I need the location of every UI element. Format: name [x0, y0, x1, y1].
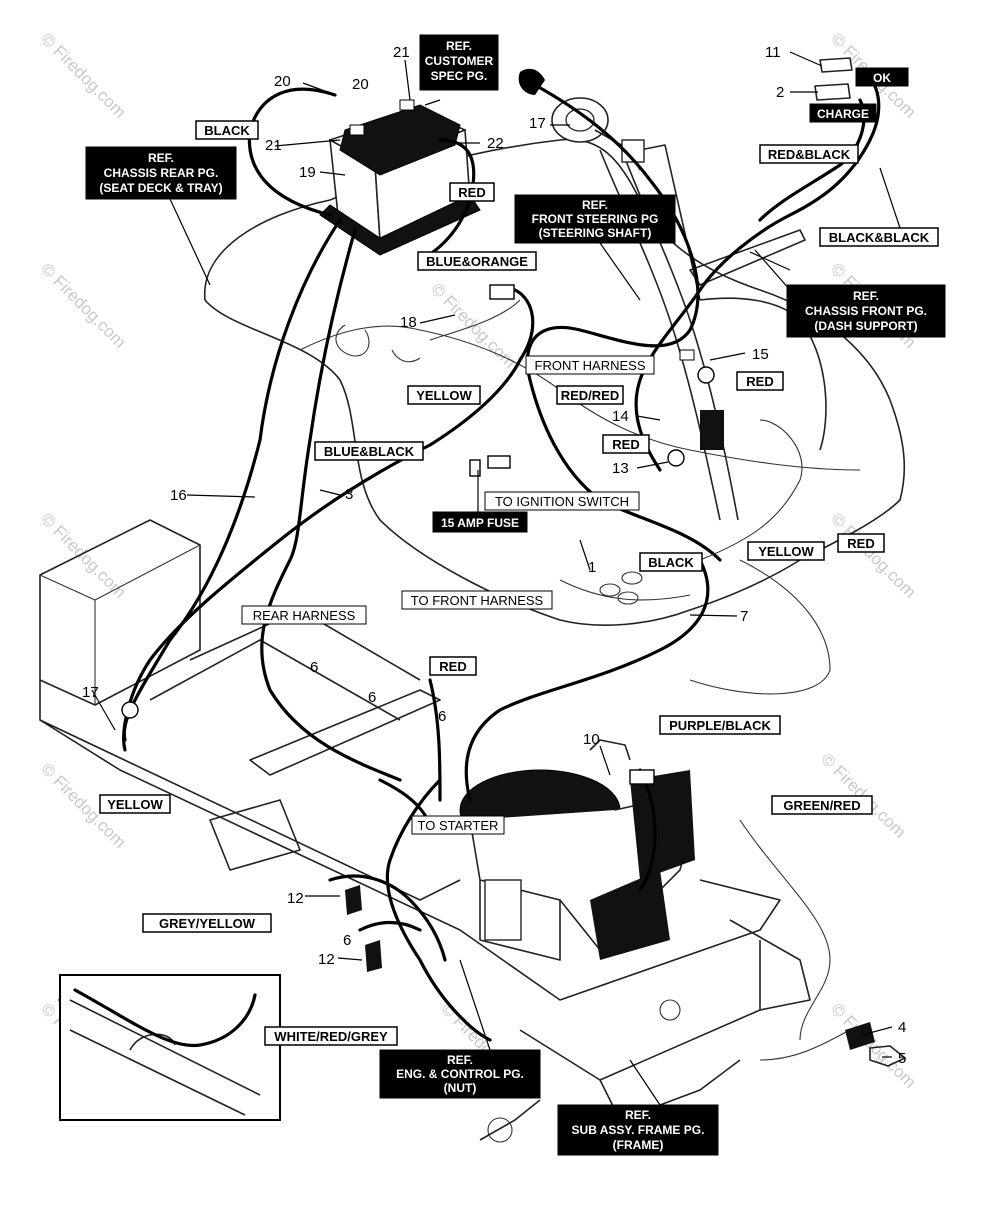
ref-15-amp-fuse: 15 AMP FUSE: [432, 470, 528, 533]
callout-number: 19: [299, 164, 316, 181]
ref-label: (NUT): [444, 1081, 477, 1095]
fuse-label: 15 AMP FUSE: [441, 516, 519, 530]
watermark: © Firedog.com: [827, 509, 919, 601]
ref-label: REF.: [447, 1053, 473, 1067]
wire-label: BLUE&ORANGE: [426, 254, 528, 269]
watermark: © Firedog.com: [37, 509, 129, 601]
callout-number: 17: [82, 684, 99, 701]
ref-label: (FRAME): [613, 1138, 664, 1152]
wire-label: GREY/YELLOW: [159, 916, 256, 931]
wire-label: PURPLE/BLACK: [669, 718, 771, 733]
ref-label: SUB ASSY. FRAME PG.: [572, 1123, 705, 1137]
ref-customer-spec: REF. CUSTOMER SPEC PG.: [419, 34, 499, 91]
callout-number: 13: [612, 460, 629, 477]
callout-number: 10: [583, 731, 600, 748]
wire-label: RED: [439, 659, 466, 674]
ref-label: REF.: [625, 1108, 651, 1122]
callout-number: 17: [529, 115, 546, 132]
wire-label: GREEN/RED: [783, 798, 860, 813]
wire-label: BLACK: [648, 555, 694, 570]
ref-chassis-rear: REF. CHASSIS REAR PG. (SEAT DECK & TRAY): [85, 146, 237, 286]
callout-number: 21: [393, 44, 410, 61]
engine: [459, 739, 695, 961]
callout-number: 6: [310, 659, 318, 676]
wire-labels: BLACK RED BLUE&ORANGE YELLOW FRONT HARNE…: [99, 120, 939, 1046]
ref-label: (DASH SUPPORT): [814, 319, 917, 333]
ref-label: REF.: [446, 39, 472, 53]
callout-number: 20: [352, 76, 369, 93]
watermark: © Firedog.com: [827, 999, 919, 1091]
callout-number: 1: [588, 559, 596, 576]
callout-number: 16: [170, 487, 187, 504]
callout-number: 12: [287, 890, 304, 907]
wire-label: TO IGNITION SWITCH: [495, 494, 629, 509]
callout-number: 3: [345, 486, 353, 503]
callout-number: 4: [898, 1019, 906, 1036]
callout-numbers: 11 2 20 20 21 21 22 19 17 18 15 14 13 16…: [82, 44, 906, 1067]
callout-number: 11: [765, 44, 781, 61]
ref-sub-assy-frame: REF. SUB ASSY. FRAME PG. (FRAME): [557, 1059, 719, 1156]
ref-label: CHASSIS FRONT PG.: [805, 304, 927, 318]
ok-label: OK: [873, 71, 891, 85]
wire-label: RED&BLACK: [768, 147, 851, 162]
callout-number: 5: [898, 1050, 906, 1067]
wire-label: BLUE&BLACK: [324, 444, 415, 459]
indicator-lamps: [814, 57, 853, 101]
callout-number: 6: [438, 708, 446, 725]
watermark: © Firedog.com: [37, 29, 129, 121]
ref-label: SPEC PG.: [431, 69, 488, 83]
callout-number: 6: [368, 689, 376, 706]
wire-label: YELLOW: [107, 797, 163, 812]
callout-number: 12: [318, 951, 335, 968]
callout-number: 18: [400, 314, 417, 331]
ref-label: ENG. & CONTROL PG.: [396, 1067, 524, 1081]
wire-label: RED: [612, 437, 639, 452]
callout-number: 21: [265, 137, 282, 154]
battery: [319, 99, 481, 256]
wire-label: FRONT HARNESS: [535, 358, 646, 373]
charge-label: CHARGE: [817, 107, 869, 121]
inset-detail: [59, 974, 281, 1121]
wire-label: TO FRONT HARNESS: [411, 593, 544, 608]
callout-number: 2: [776, 84, 784, 101]
wire-label: RED: [847, 536, 874, 551]
wire-label: TO STARTER: [418, 818, 499, 833]
callout-number: 20: [274, 73, 291, 90]
key-switch: [518, 68, 645, 171]
ref-chassis-front: REF. CHASSIS FRONT PG. (DASH SUPPORT): [754, 249, 946, 338]
callout-number: 6: [343, 932, 351, 949]
ref-front-steering: REF. FRONT STEERING PG (STEERING SHAFT): [514, 194, 676, 301]
callout-number: 7: [740, 608, 748, 625]
ref-label: (STEERING SHAFT): [539, 226, 652, 240]
wire-label: RED: [458, 185, 485, 200]
secondary-wiring: [429, 299, 851, 1061]
ref-label: FRONT STEERING PG: [532, 212, 659, 226]
callout-number: 14: [612, 408, 629, 425]
callout-number: 22: [487, 135, 504, 152]
wire-label: BLACK&BLACK: [829, 230, 930, 245]
ref-charge: CHARGE: [809, 103, 877, 123]
wire-label: YELLOW: [758, 544, 814, 559]
ref-label: REF.: [148, 151, 174, 165]
wire-label: YELLOW: [416, 388, 472, 403]
connectors: [121, 284, 906, 1067]
ref-eng-control: REF. ENG. & CONTROL PG. (NUT): [379, 959, 541, 1099]
ref-label: (SEAT DECK & TRAY): [99, 181, 222, 195]
wire-label: WHITE/RED/GREY: [274, 1029, 388, 1044]
callout-number: 15: [752, 346, 769, 363]
wire-label: REAR HARNESS: [253, 608, 356, 623]
chassis-frame: [39, 519, 811, 1143]
leader-lines: [91, 51, 901, 1058]
ref-label: REF.: [582, 198, 608, 212]
watermark: © Firedog.com: [37, 259, 129, 351]
wire-label: RED/RED: [561, 388, 620, 403]
ref-label: CUSTOMER: [425, 54, 494, 68]
wire-label: RED: [746, 374, 773, 389]
ref-ok: OK: [855, 67, 909, 87]
wire-label: BLACK: [204, 123, 250, 138]
ref-label: CHASSIS REAR PG.: [104, 166, 219, 180]
ref-label: REF.: [853, 289, 879, 303]
